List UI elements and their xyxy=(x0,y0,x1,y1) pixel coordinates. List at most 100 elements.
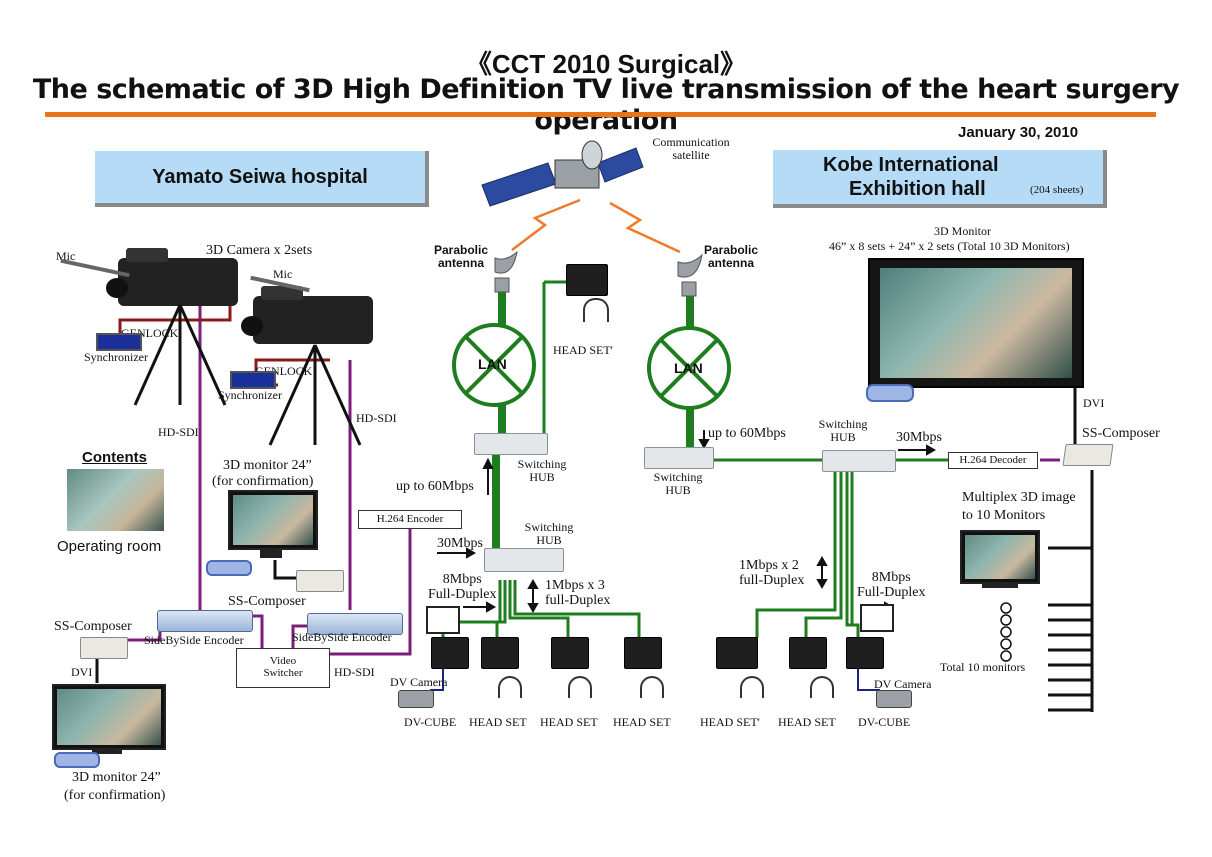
video-switcher: Video Switcher xyxy=(236,648,330,688)
date: January 30, 2010 xyxy=(958,124,1079,141)
sbs-encoder-2-label: SideBySide Encoder xyxy=(292,630,392,644)
tripod-2 xyxy=(268,344,362,446)
monitor-3d-large xyxy=(868,258,1084,388)
cameras-label: 3D Camera x 2sets xyxy=(206,243,313,258)
dv-links xyxy=(430,668,880,691)
main-title: 《CCT 2010 Surgical》 xyxy=(465,49,747,79)
headset-2-label: HEAD SET xyxy=(469,715,527,729)
lan-right-label: LAN xyxy=(674,360,703,376)
switching-hub-1-label: Switching HUB xyxy=(514,458,570,484)
headset-6 xyxy=(810,676,834,698)
switching-hub-2-label: Switching HUB xyxy=(521,521,577,547)
rate-1x2-line2: full-Duplex xyxy=(739,573,805,588)
headset-2 xyxy=(498,676,522,698)
codec-5 xyxy=(716,637,758,669)
antenna-right-line1: Parabolic xyxy=(703,243,759,257)
hd-sdi-label-3: HD-SDI xyxy=(334,665,375,679)
antenna-left-line1: Parabolic xyxy=(433,243,489,257)
monitor-dots xyxy=(1000,602,1012,662)
headset-top xyxy=(583,298,609,322)
lan-circles xyxy=(452,323,731,410)
sbs-encoder-1-label: SideBySide Encoder xyxy=(144,633,244,647)
antenna-shapes xyxy=(494,250,703,297)
rate-8-left-line2: Full-Duplex xyxy=(428,587,497,602)
headset-top-label: HEAD SET' xyxy=(553,343,613,357)
rate-8-right: 8Mbps Full-Duplex xyxy=(857,570,925,600)
ss-composer-right-label: SS-Composer xyxy=(1082,426,1160,441)
video-switcher-line2: Switcher xyxy=(263,667,303,679)
black-links xyxy=(95,385,1094,712)
headset-6-label: HEAD SET xyxy=(778,715,836,729)
rate-1x3: 1Mbps x 3 full-Duplex xyxy=(545,578,610,608)
operating-room-photo xyxy=(67,469,164,531)
tripod-1 xyxy=(133,304,227,406)
switching-hub-4-label: Switching HUB xyxy=(815,418,871,444)
ss-composer-box-top xyxy=(296,570,344,592)
headset-5-label: HEAD SET' xyxy=(700,715,760,729)
3d-glasses-right xyxy=(866,384,914,402)
monitor-confirm-bottom-line1: 3D monitor 24” xyxy=(72,770,161,785)
codec-dv-right xyxy=(846,637,884,669)
camera-3d-set-1 xyxy=(106,248,238,306)
codec-dv-left xyxy=(431,637,469,669)
ss-composer-left-label: SS-Composer xyxy=(54,619,132,634)
rate-8-left: 8Mbps Full-Duplex xyxy=(428,572,496,602)
h264-encoder: H.264 Encoder xyxy=(358,510,462,529)
codec-2 xyxy=(481,637,519,669)
monitor-multiplex-stand xyxy=(982,582,1018,588)
switching-hub-4-line2: HUB xyxy=(830,430,856,444)
dvi-right-label: DVI xyxy=(1083,396,1105,410)
switching-hub-3-label: Switching HUB xyxy=(650,471,706,497)
dv-camera-left xyxy=(398,690,434,708)
satellite-label: Communication satellite xyxy=(643,136,739,162)
monitor-confirm-top-stand xyxy=(260,548,282,558)
antenna-left-label: Parabolic antenna xyxy=(430,244,492,270)
contents-heading: Contents xyxy=(82,449,147,466)
codec-4 xyxy=(624,637,662,669)
multiplex-line1: Multiplex 3D image xyxy=(962,490,1076,505)
site-kobe-note: (204 sheets) xyxy=(1030,184,1084,196)
rate-1x2: 1Mbps x 2 full-Duplex xyxy=(739,558,804,588)
sbs-encoder-1 xyxy=(157,610,253,632)
operating-room-label: Operating room xyxy=(57,538,162,555)
ss-composer-box-left xyxy=(80,637,128,659)
headset-4-label: HEAD SET xyxy=(613,715,671,729)
satellite-shape xyxy=(481,140,644,207)
ss-composer-top-label: SS-Composer xyxy=(228,594,306,609)
switching-hub-2-line1: Switching xyxy=(524,520,574,534)
ss-composer-box-right xyxy=(1062,444,1114,466)
codec-top xyxy=(566,264,608,296)
rate-1x3-line2: full-Duplex xyxy=(545,593,611,608)
monitor-3d-spec: 46” x 8 sets + 24” x 2 sets (Total 10 3D… xyxy=(829,239,1070,253)
switching-hub-3-line2: HUB xyxy=(665,483,691,497)
sbs-encoder-2 xyxy=(307,613,403,635)
switching-hub-1-line1: Switching xyxy=(517,457,567,471)
rate-8-right-line1: 8Mbps xyxy=(871,570,911,585)
dv-cube-left-label: DV-CUBE xyxy=(404,715,457,729)
3d-glasses-left-top xyxy=(206,560,252,576)
dv-camera-right-label: DV Camera xyxy=(874,677,932,691)
rate-up-to-60-right: up to 60Mbps xyxy=(708,426,786,441)
site-kobe-line1: Kobe International xyxy=(823,154,999,176)
pc-monitor-right xyxy=(860,604,894,632)
monitor-confirm-bottom-line2: (for confirmation) xyxy=(64,788,166,803)
title-rule xyxy=(45,112,1156,117)
satellite-links xyxy=(511,198,681,254)
dv-camera-left-label: DV Camera xyxy=(390,675,448,689)
site-yamato: Yamato Seiwa hospital xyxy=(95,151,429,207)
video-switcher-line1: Video xyxy=(269,655,297,667)
monitor-confirm-bottom xyxy=(52,684,166,750)
codec-3 xyxy=(551,637,589,669)
rate-1x2-line1: 1Mbps x 2 xyxy=(739,558,799,573)
rate-30-right: 30Mbps xyxy=(896,430,942,445)
monitor-confirm-top-line2: (for confirmation) xyxy=(212,474,314,489)
monitor-confirm-top-line1: 3D monitor 24” xyxy=(223,458,312,473)
monitor-3d-title: 3D Monitor xyxy=(934,224,991,238)
rate-up-to-60-left: up to 60Mbps xyxy=(396,479,474,494)
camera-3d-set-2 xyxy=(241,286,373,344)
switching-hub-3 xyxy=(644,447,714,469)
dvi-left-label: DVI xyxy=(71,665,93,679)
satellite-label-line1: Communication xyxy=(652,135,730,149)
satellite-label-line2: satellite xyxy=(672,148,710,162)
headset-5 xyxy=(740,676,764,698)
